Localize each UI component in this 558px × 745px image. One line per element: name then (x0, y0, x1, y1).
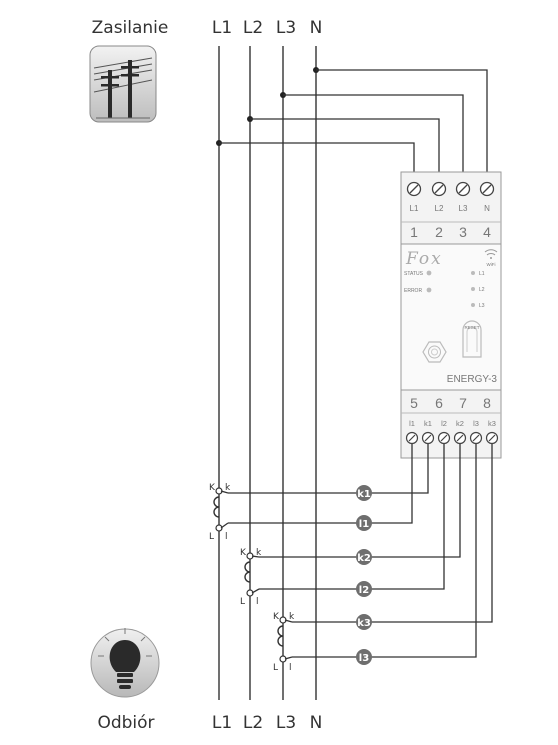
wire-tag-k1: k1 (356, 485, 372, 501)
svg-text:l3: l3 (359, 653, 369, 664)
wifi-icon (484, 249, 498, 259)
ct-wiring (228, 444, 493, 658)
phase-led-l2 (471, 287, 475, 291)
ct1-L: L (209, 532, 214, 542)
ct1-K: K (209, 483, 216, 493)
error-led (426, 287, 432, 293)
terminal-number-5: 5 (410, 395, 418, 411)
reset-label: RESET (464, 325, 479, 330)
device-model: ENERGY-3 (447, 374, 498, 385)
phase-led-l3 (471, 303, 475, 307)
ct2-k: k (256, 548, 262, 558)
terminal-number-4: 4 (483, 224, 491, 240)
terminal-label-l1: L1 (410, 204, 419, 213)
status-led (426, 270, 432, 276)
supply-label: Zasilanie (92, 18, 169, 38)
top-label-l2: L2 (243, 18, 263, 38)
wifi-label: WiFi (487, 262, 496, 267)
terminal-number-7: 7 (459, 395, 467, 411)
terminal-number-1: 1 (410, 224, 418, 240)
status-label: STATUS (404, 271, 424, 277)
bottom-label-l2: L2 (243, 713, 263, 733)
terminal-label-l3: L3 (459, 204, 468, 213)
terminal-label-l2: L2 (435, 204, 444, 213)
energy-meter-device (400, 171, 502, 459)
phase-led-label-l1: L1 (479, 271, 485, 277)
reset-button[interactable] (462, 320, 482, 358)
ct3-l: l (289, 663, 292, 673)
terminal-number-3: 3 (459, 224, 467, 240)
wire-tag-l2: l2 (356, 581, 372, 597)
brand-logo: Fox (405, 249, 443, 269)
bottom-label-n: N (310, 713, 323, 733)
terminal-number-6: 6 (435, 395, 443, 411)
power-lines-icon (89, 45, 157, 123)
phase-led-label-l2: L2 (479, 287, 485, 293)
terminal-label-k1-ct: k1 (424, 419, 432, 428)
error-label: ERROR (404, 288, 422, 294)
phase-led-l1 (471, 271, 475, 275)
antenna-connector (422, 341, 447, 363)
terminal-label-k3-ct: k3 (488, 419, 496, 428)
top-label-l1: L1 (212, 18, 232, 38)
ct-sensor-3 (277, 616, 293, 663)
terminal-label-l1-ct: l1 (409, 419, 415, 428)
terminal-label-n: N (484, 204, 490, 213)
ct3-L: L (273, 663, 278, 673)
light-bulb-icon (90, 628, 160, 698)
load-label: Odbiór (97, 713, 154, 733)
svg-text:k3: k3 (357, 618, 371, 629)
terminal-number-8: 8 (483, 395, 491, 411)
terminal-label-l2-ct: l2 (441, 419, 447, 428)
ct1-k: k (225, 483, 231, 493)
svg-text:k2: k2 (357, 553, 371, 564)
ct3-K: K (273, 612, 280, 622)
svg-text:k1: k1 (357, 489, 371, 500)
top-terminal-block (406, 181, 495, 197)
ct-sensor-2 (244, 552, 260, 597)
terminal-label-l3-ct: l3 (473, 419, 479, 428)
wire-tag-k2: k2 (356, 549, 372, 565)
terminal-number-2: 2 (435, 224, 443, 240)
top-label-n: N (310, 18, 323, 38)
ct2-K: K (240, 548, 247, 558)
wire-tag-l1: l1 (356, 515, 372, 531)
bottom-label-l3: L3 (276, 713, 296, 733)
phase-led-label-l3: L3 (479, 303, 485, 309)
ct2-l: l (256, 597, 259, 607)
top-label-l3: L3 (276, 18, 296, 38)
svg-text:l2: l2 (359, 585, 369, 596)
wire-tag-l3: l3 (356, 649, 372, 665)
ct-sensor-1 (213, 487, 229, 532)
wire-tag-k3: k3 (356, 614, 372, 630)
ct2-L: L (240, 597, 245, 607)
bottom-label-l1: L1 (212, 713, 232, 733)
supply-wiring (216, 67, 488, 178)
terminal-label-k2-ct: k2 (456, 419, 464, 428)
ct1-l: l (225, 532, 228, 542)
bottom-terminal-block (405, 431, 499, 445)
svg-text:l1: l1 (359, 519, 369, 530)
ct3-k: k (289, 612, 295, 622)
